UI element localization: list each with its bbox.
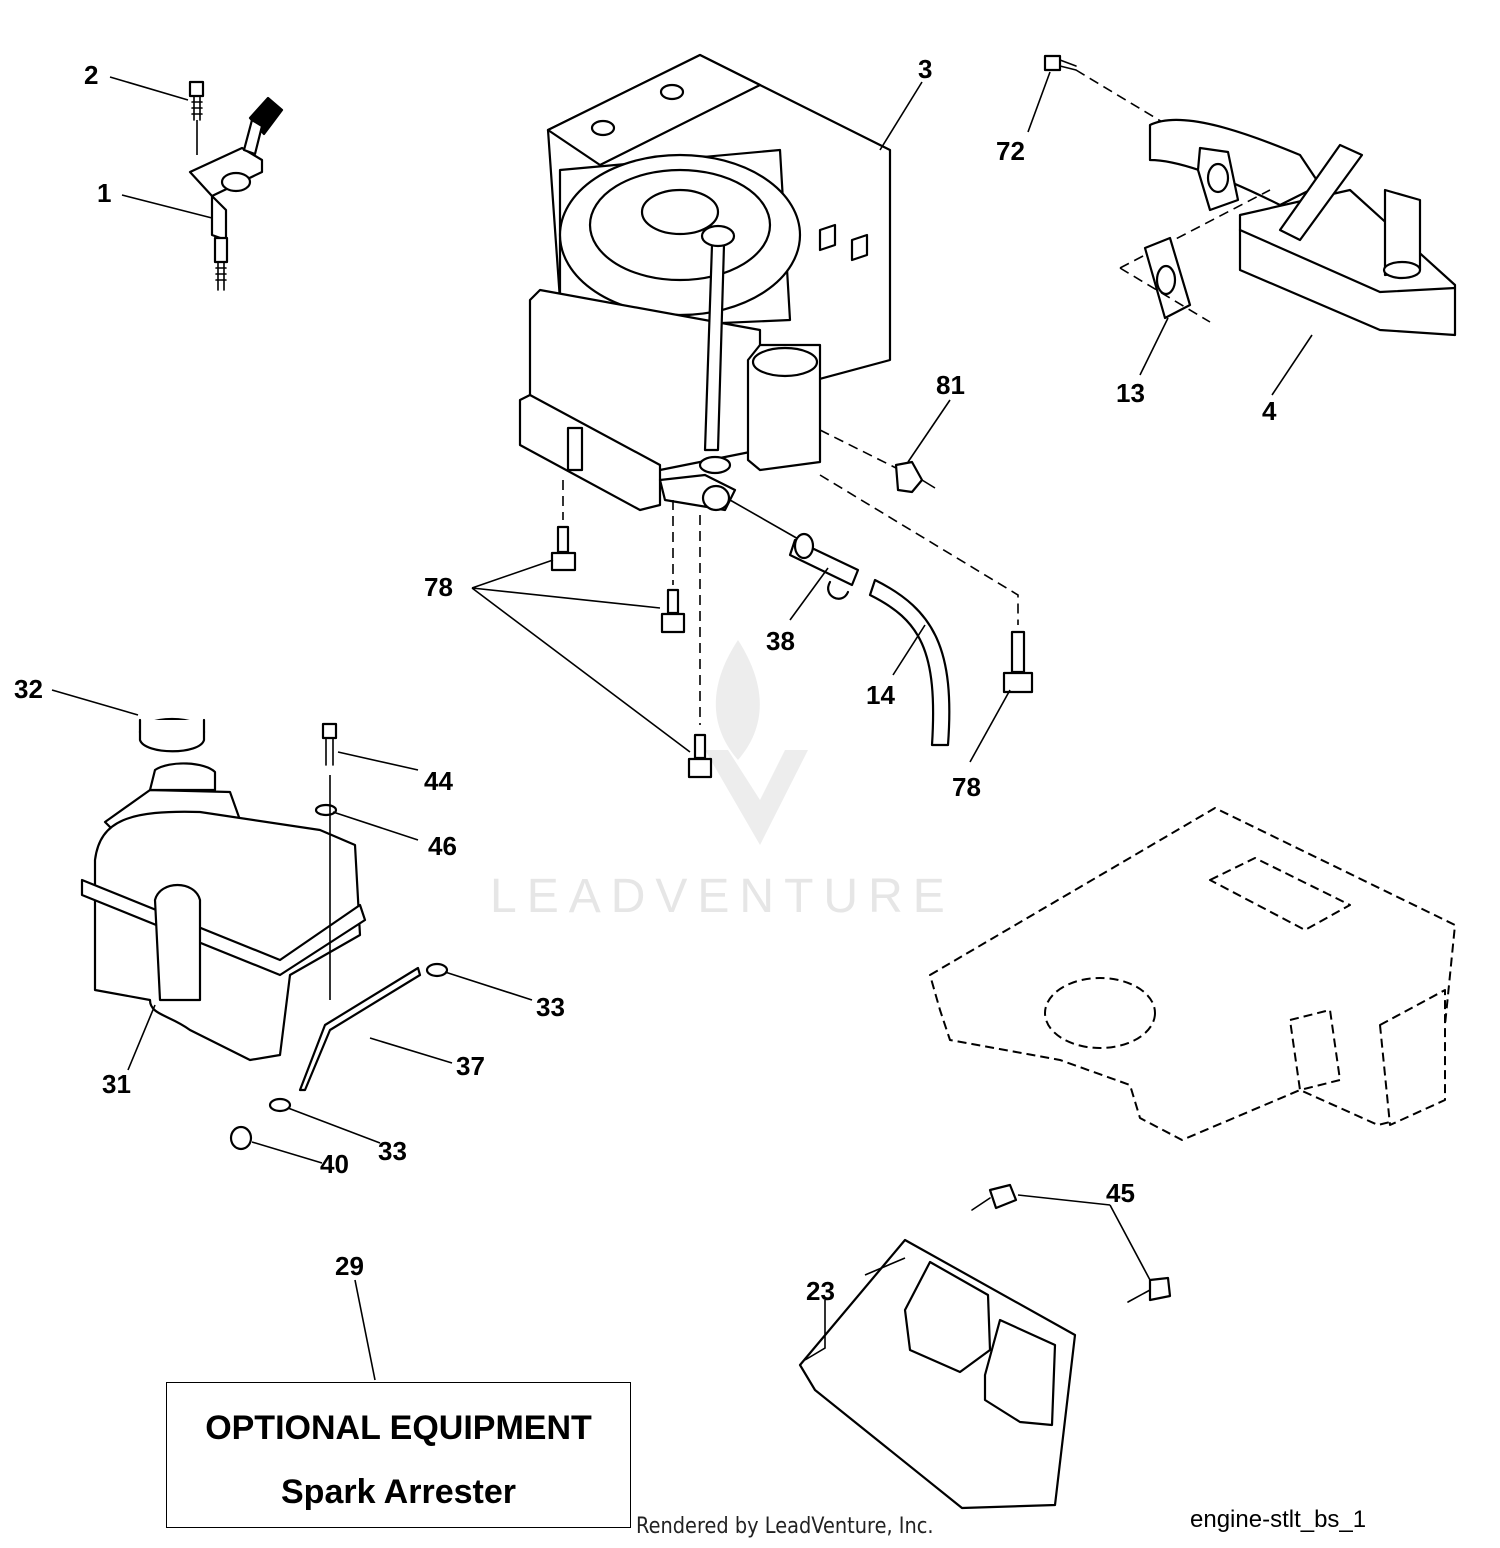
diagram-id: engine-stlt_bs_1	[1190, 1506, 1367, 1533]
callout-78-right: 78	[952, 772, 981, 802]
callout-3: 3	[918, 54, 932, 84]
spark-arrester-label: Spark Arrester	[281, 1473, 516, 1511]
callout-45: 45	[1106, 1178, 1135, 1208]
watermark-text: LEADVENTURE	[490, 870, 955, 923]
callout-23: 23	[806, 1276, 835, 1306]
callout-40: 40	[320, 1149, 349, 1179]
optional-equipment-box: OPTIONAL EQUIPMENT Spark Arrester	[166, 1382, 631, 1528]
leader-lines	[51, 71, 1313, 1381]
callout-72: 72	[996, 136, 1025, 166]
callout-78-left: 78	[424, 572, 453, 602]
engine-fasteners	[550, 429, 1034, 779]
callout-81: 81	[936, 370, 965, 400]
callout-4: 4	[1262, 396, 1277, 426]
rendered-by-credit: Rendered by LeadVenture, Inc.	[636, 1514, 934, 1539]
throttle-control-part	[188, 80, 284, 291]
callout-29: 29	[335, 1251, 364, 1281]
callout-32: 32	[14, 674, 43, 704]
leadventure-watermark: LEADVENTURE	[490, 640, 955, 923]
callout-1: 1	[97, 178, 111, 208]
callout-33-bottom: 33	[378, 1136, 407, 1166]
callout-44: 44	[424, 766, 453, 796]
fuel-tank-part	[80, 717, 449, 1151]
callout-38: 38	[766, 626, 795, 656]
callout-labels: 2 1 3 72 13 4 81 78 38 14 78 32 44 46 33…	[14, 54, 1277, 1306]
callout-2: 2	[84, 60, 98, 90]
callout-46: 46	[428, 831, 457, 861]
optional-equipment-title: OPTIONAL EQUIPMENT	[205, 1409, 592, 1447]
callout-33-top: 33	[536, 992, 565, 1022]
callout-31: 31	[102, 1069, 131, 1099]
engine-part	[518, 53, 892, 512]
muffler-part	[1043, 54, 1457, 337]
tractor-frame-part	[929, 807, 1456, 1141]
callout-13: 13	[1116, 378, 1145, 408]
callout-37: 37	[456, 1051, 485, 1081]
heat-shield-part	[798, 1183, 1172, 1510]
callout-14: 14	[866, 680, 895, 710]
